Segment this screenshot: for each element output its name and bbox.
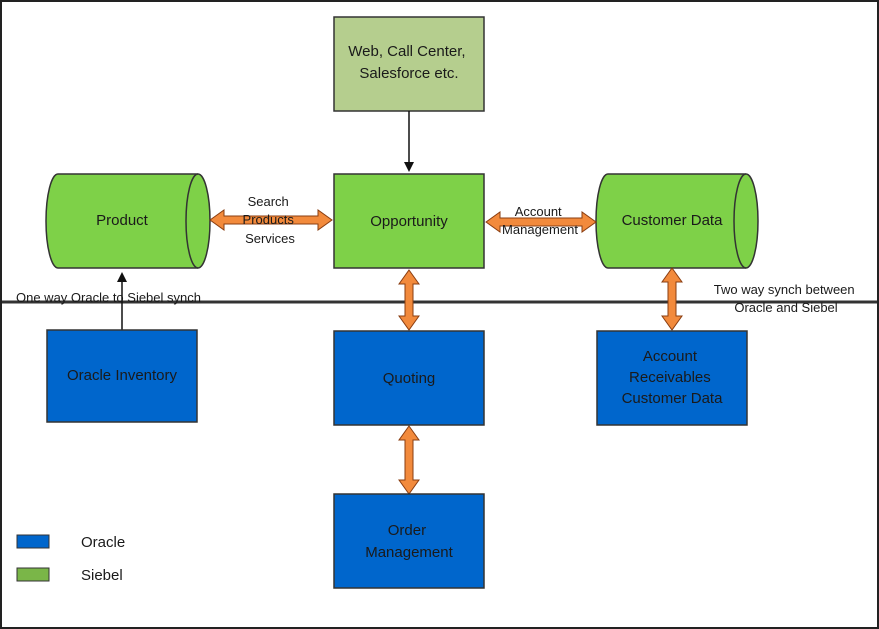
web-call-center-box xyxy=(333,16,485,112)
ar-customer-data-label-line-1: Account xyxy=(643,348,698,365)
web-call-center-label-line-1: Web, Call Center, xyxy=(348,43,465,60)
quoting-label: Quoting xyxy=(383,370,436,387)
search-label-line-1: Search xyxy=(248,194,289,209)
opportunity-quoting-arrow-shape xyxy=(398,269,420,331)
svg-text:Customer Data: Customer Data xyxy=(622,212,724,229)
two-way-sync-label-line-2: Oracle and Siebel xyxy=(734,300,837,315)
opportunity-box xyxy=(333,173,485,269)
order-management-label-line-2: Management xyxy=(365,544,453,561)
legend-swatch-siebel xyxy=(16,567,50,582)
opportunity-label: Opportunity xyxy=(370,213,448,230)
quoting-order-double-arrow xyxy=(398,425,420,495)
opportunity-customer-double-arrow xyxy=(485,211,597,233)
one-way-sync-label: One way Oracle to Siebel synch xyxy=(16,290,201,305)
customer-data-cylinder-rim xyxy=(733,173,747,269)
ar-customer-data-box xyxy=(596,330,748,426)
svg-text:Account Management: Account Management xyxy=(502,204,578,237)
customer-ar-arrow-shape xyxy=(661,267,683,331)
order-management-label-line-1: Order xyxy=(388,522,426,539)
customer-data-node: Customer Data xyxy=(595,173,759,269)
legend-label-oracle: Oracle xyxy=(81,534,125,551)
product-opportunity-double-arrow xyxy=(209,209,333,231)
svg-text:Search Products Servic: Search Products Services xyxy=(243,194,298,246)
svg-text:Oracle Inventory: Oracle Inventory xyxy=(67,367,178,384)
legend-label-siebel: Siebel xyxy=(81,567,123,584)
account-management-label-line-2: Management xyxy=(502,222,578,237)
oracle-inventory-node: Oracle Inventory xyxy=(46,329,198,423)
ar-customer-data-node: Account Receivables Customer Data xyxy=(596,330,748,426)
legend: Oracle Siebel xyxy=(16,534,125,584)
svg-text:Account Receivables: Account Receivables Customer Data xyxy=(622,348,724,407)
search-label-line-3: Services xyxy=(245,231,295,246)
svg-text:Web, Call Center, Salesf: Web, Call Center, Salesforce etc. xyxy=(348,43,469,82)
quoting-order-arrow-shape xyxy=(398,425,420,495)
opportunity-customer-arrow-shape xyxy=(485,211,597,233)
quoting-node: Quoting xyxy=(333,330,485,426)
search-label-line-2: Products xyxy=(243,212,295,227)
svg-text:Order Management: Order Management xyxy=(365,522,453,561)
web-call-center-node: Web, Call Center, Salesforce etc. xyxy=(333,16,485,112)
svg-text:Quoting: Quoting xyxy=(383,370,436,387)
web-call-center-label-line-2: Salesforce etc. xyxy=(359,65,458,82)
product-label: Product xyxy=(96,212,149,229)
order-management-node: Order Management xyxy=(333,493,485,589)
svg-text:Product: Product xyxy=(96,212,149,229)
customer-ar-double-arrow xyxy=(661,267,683,331)
product-opportunity-arrow-shape xyxy=(209,209,333,231)
account-management-label-line-1: Account xyxy=(515,204,562,219)
oracle-inventory-box xyxy=(46,329,198,423)
product-node: Product xyxy=(45,173,211,269)
ar-customer-data-label-line-3: Customer Data xyxy=(622,390,724,407)
order-management-box xyxy=(333,493,485,589)
opportunity-quoting-double-arrow xyxy=(398,269,420,331)
quoting-box xyxy=(333,330,485,426)
two-way-sync-label-line-1: Two way synch between xyxy=(714,282,855,297)
ar-customer-data-label-line-2: Receivables xyxy=(629,369,711,386)
customer-data-label: Customer Data xyxy=(622,212,724,229)
product-cylinder-rim xyxy=(185,173,199,269)
svg-text:Opportunity: Opportunity xyxy=(370,213,448,230)
opportunity-node: Opportunity xyxy=(333,173,485,269)
legend-swatch-oracle xyxy=(16,534,50,549)
oracle-inventory-label: Oracle Inventory xyxy=(67,367,178,384)
svg-text:Two way synch between Orac: Two way synch between Oracle and Siebel xyxy=(714,282,859,315)
